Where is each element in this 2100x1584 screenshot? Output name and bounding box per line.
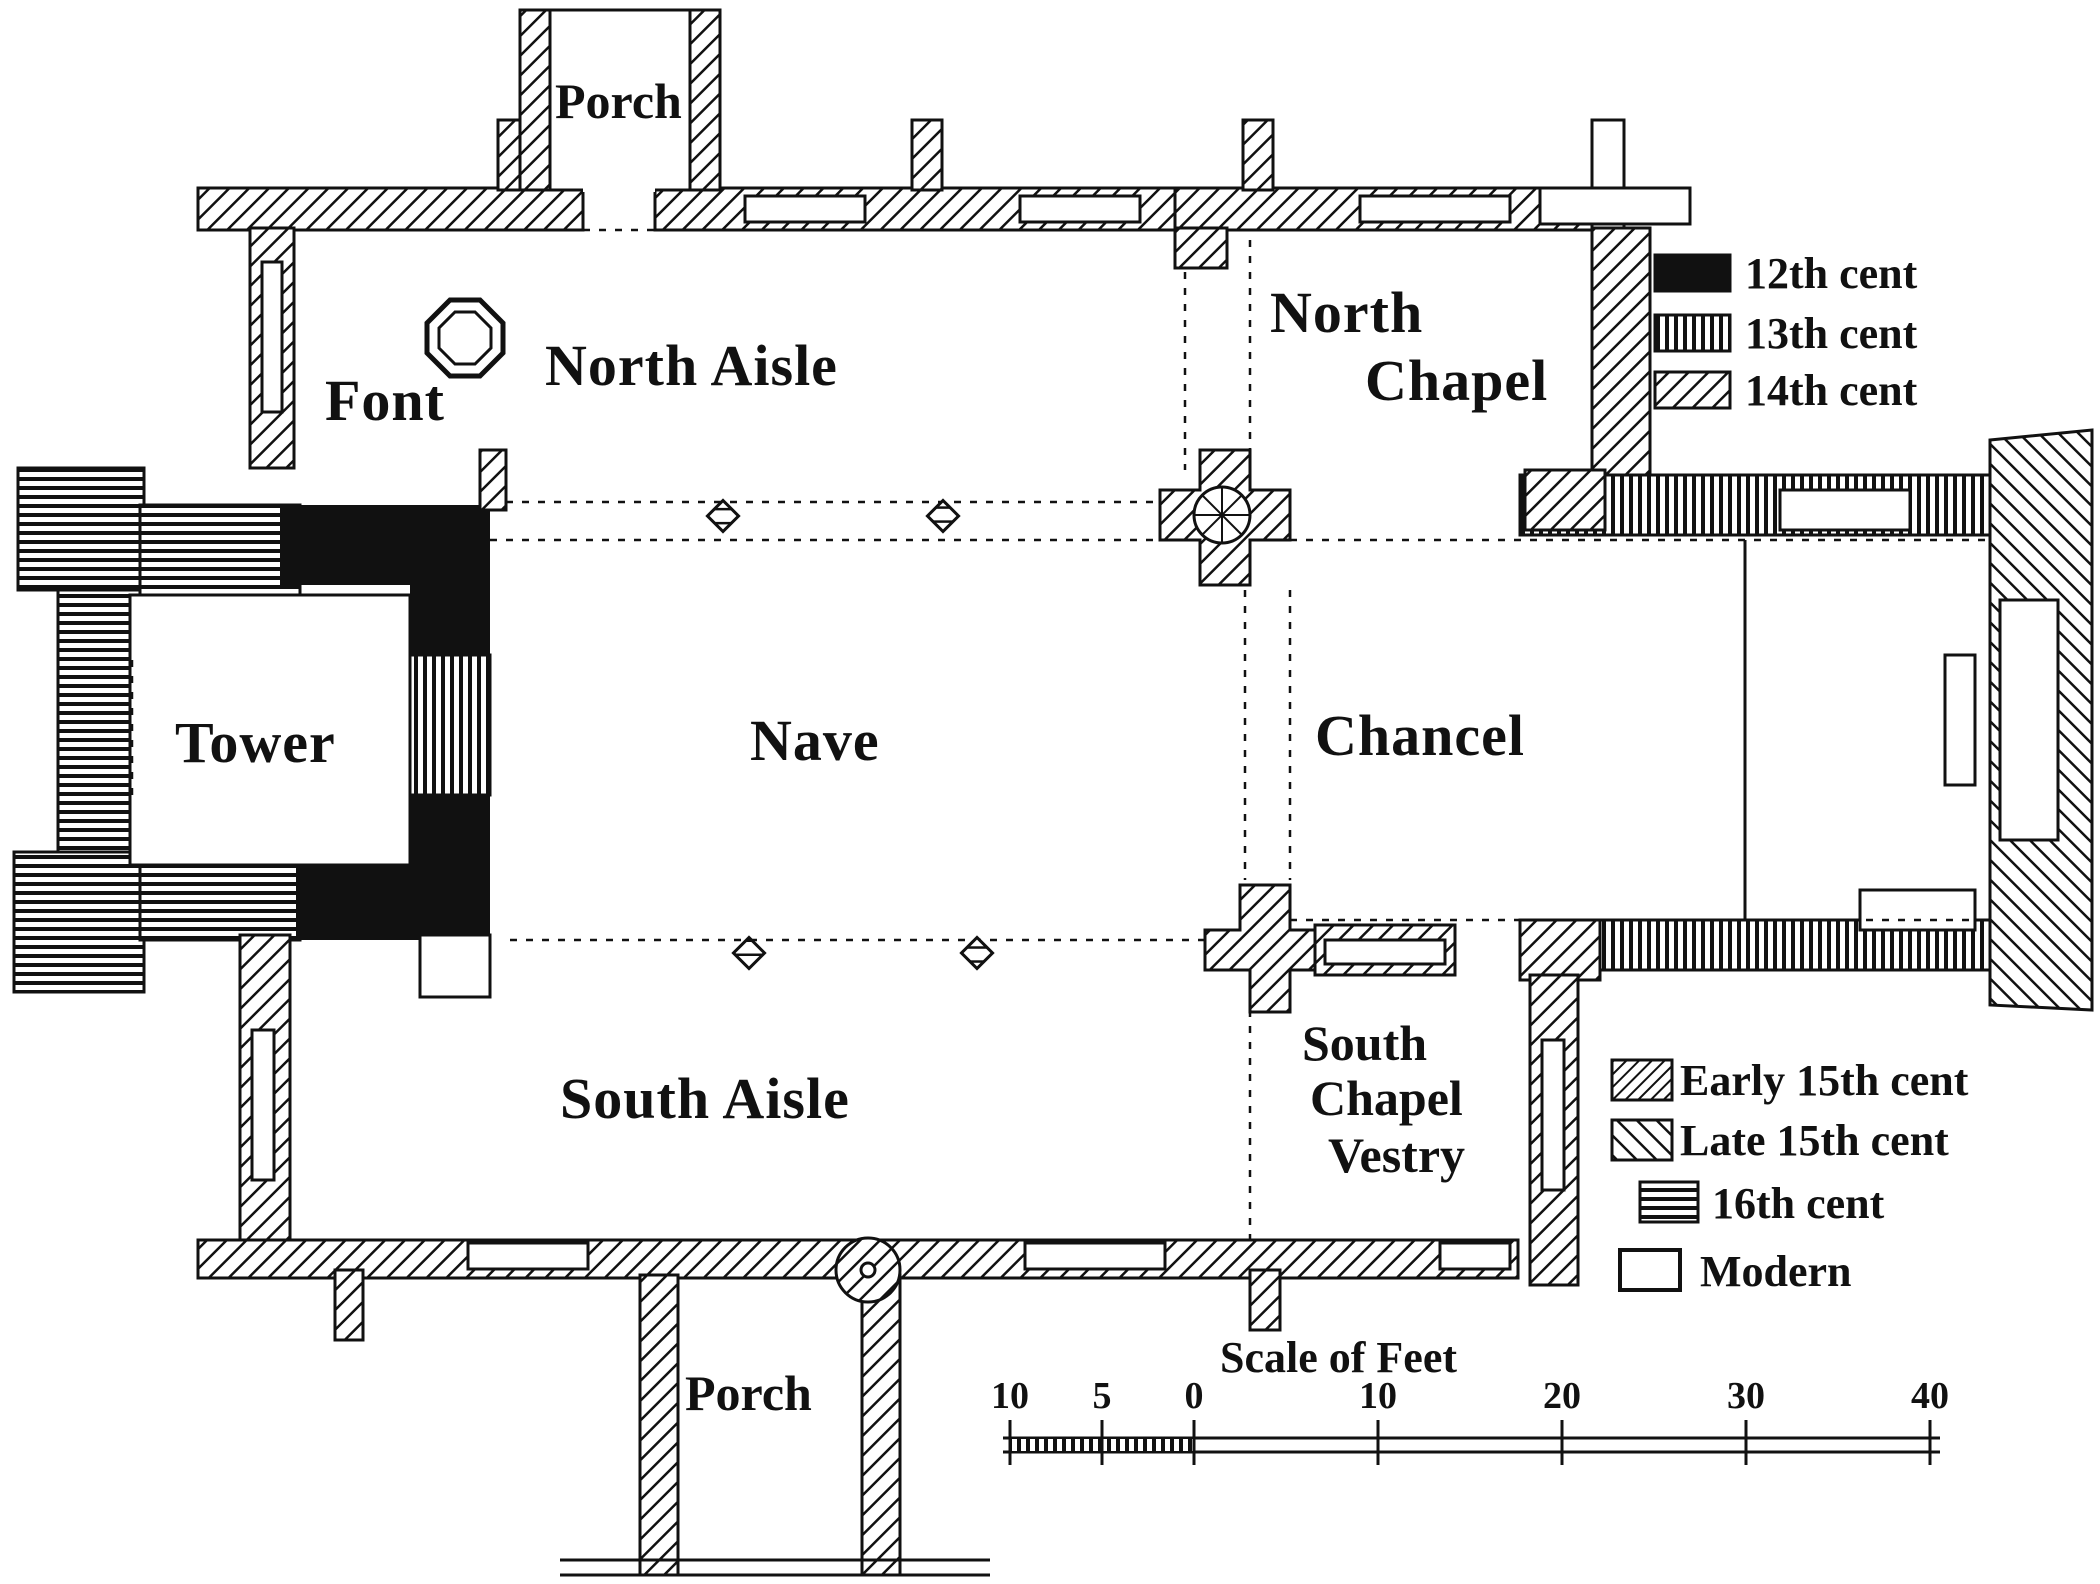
font-label: Font: [325, 368, 445, 433]
scale-tick-label: 10: [1359, 1375, 1397, 1417]
south-chapel-label-2: Chapel: [1310, 1070, 1463, 1126]
north-porch: Porch: [518, 8, 722, 232]
legend-item-12th: 12th cent: [1653, 249, 1918, 298]
scale-tick-label: 10: [991, 1375, 1029, 1417]
svg-text:13th cent: 13th cent: [1745, 309, 1918, 358]
svg-text:Modern: Modern: [1700, 1247, 1852, 1296]
scale-ticks: 10 5 0 10 20 30 40: [991, 1375, 1949, 1465]
svg-text:Late 15th cent: Late 15th cent: [1680, 1116, 1949, 1165]
nave-label: Nave: [750, 708, 880, 773]
north-aisle-label: North Aisle: [545, 333, 838, 398]
porch-south-label: Porch: [685, 1365, 812, 1421]
north-aisle-west-wall: [248, 226, 296, 470]
legend-item-modern: Modern: [1618, 1247, 1852, 1296]
north-chapel-label-1: North: [1270, 280, 1423, 345]
font-octagon: [424, 297, 506, 379]
legend-item-13th: 13th cent: [1653, 309, 1918, 358]
south-aisle-label: South Aisle: [560, 1066, 850, 1131]
scale-tick-label: 5: [1093, 1375, 1112, 1417]
svg-text:Early 15th cent: Early 15th cent: [1680, 1056, 1969, 1105]
scale-tick-label: 30: [1727, 1375, 1765, 1417]
legend: 12th cent 13th cent 14th cent Early 15th…: [1610, 249, 1969, 1296]
tower-label: Tower: [175, 710, 336, 775]
legend-item-14th: 14th cent: [1653, 366, 1918, 415]
south-porch: Porch: [560, 1236, 990, 1577]
svg-text:16th cent: 16th cent: [1712, 1179, 1885, 1228]
chancel-label: Chancel: [1315, 703, 1525, 768]
north-chapel: North Chapel: [1173, 226, 1652, 485]
north-chapel-label-2: Chapel: [1365, 348, 1548, 413]
legend-item-16th: 16th cent: [1638, 1179, 1885, 1228]
north-aisle: North Aisle Font: [325, 297, 1190, 542]
scale-tick-label: 0: [1185, 1375, 1204, 1417]
nave: Nave: [510, 448, 1317, 1014]
chancel: Chancel: [1290, 428, 2094, 1012]
legend-item-late-15th: Late 15th cent: [1610, 1116, 1949, 1165]
scale-tick-label: 20: [1543, 1375, 1581, 1417]
legend-item-early-15th: Early 15th cent: [1610, 1056, 1969, 1105]
svg-text:14th cent: 14th cent: [1745, 366, 1918, 415]
scale-title: Scale of Feet: [1220, 1333, 1457, 1382]
south-chapel: South Chapel Vestry: [1248, 923, 1580, 1287]
svg-text:12th cent: 12th cent: [1745, 249, 1918, 298]
north-wall: [196, 118, 1692, 372]
south-chapel-label-1: South: [1302, 1015, 1427, 1071]
porch-north-label: Porch: [555, 73, 682, 129]
vestry-label: Vestry: [1328, 1127, 1465, 1183]
scale-bar: Scale of Feet 10 5 0 10 20 30 40: [991, 1333, 1949, 1465]
scale-tick-label: 40: [1911, 1375, 1949, 1417]
tower: Tower: [12, 466, 492, 994]
